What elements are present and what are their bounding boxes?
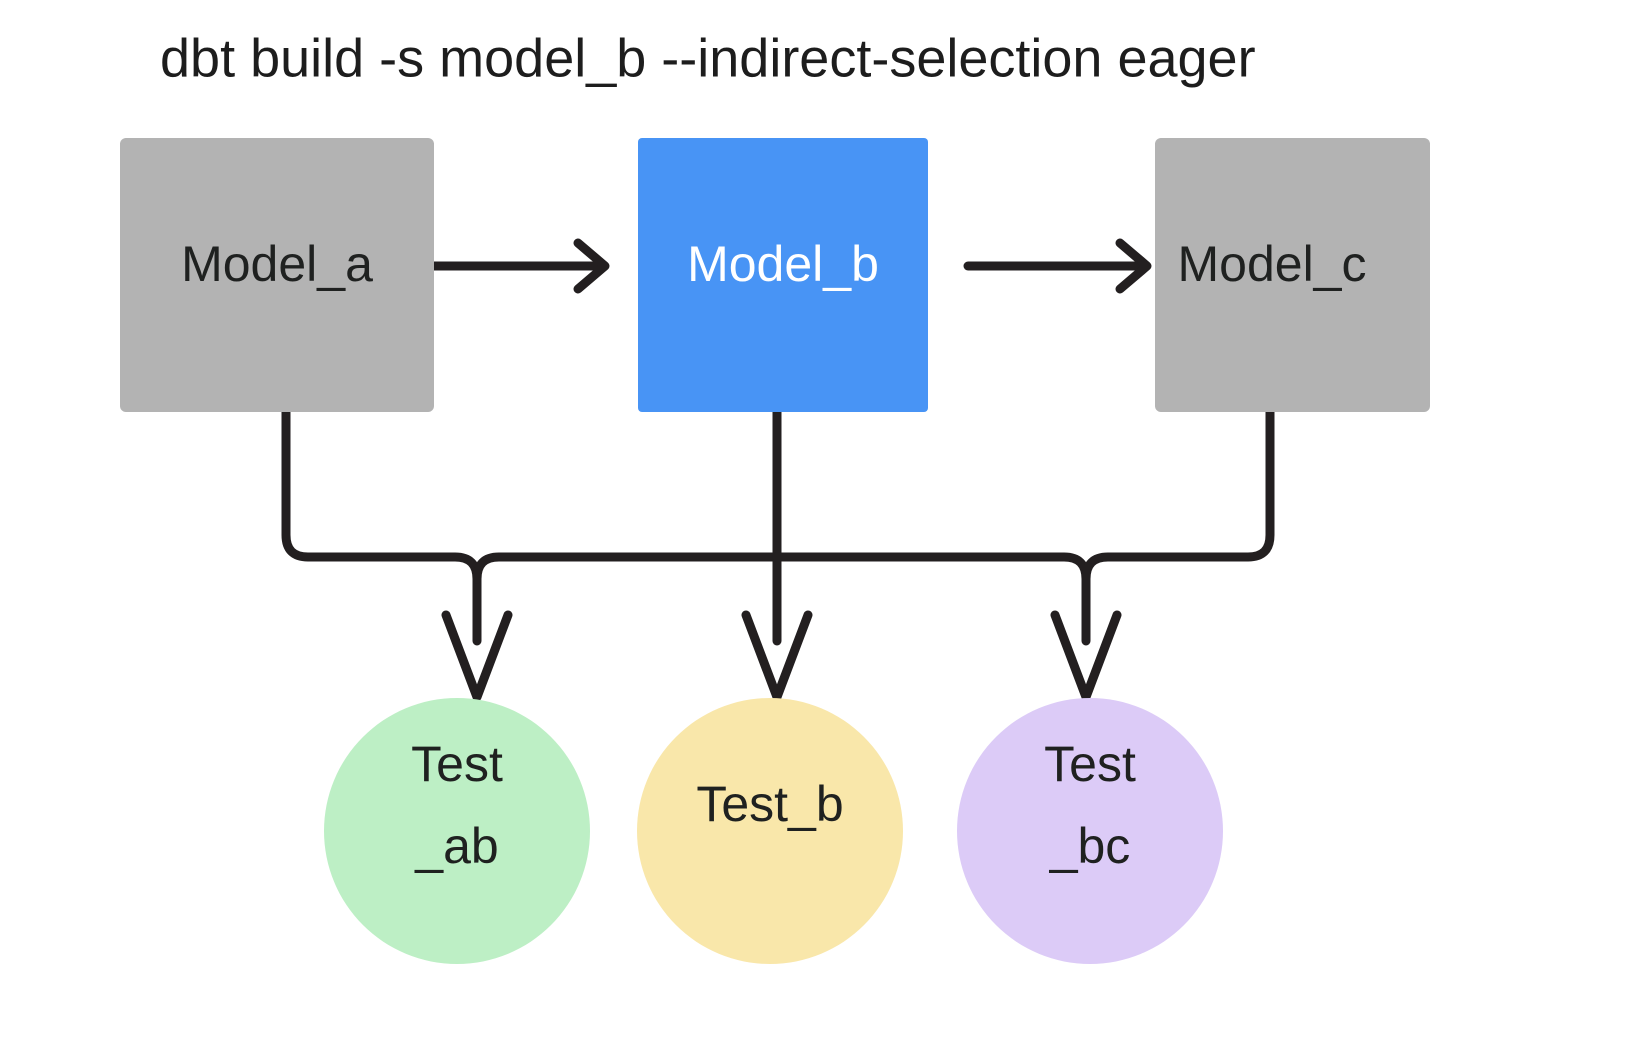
node-model-c[interactable]: Model_c xyxy=(1155,138,1430,412)
model-b-label: Model_b xyxy=(687,236,879,292)
node-model-b[interactable]: Model_b xyxy=(638,138,928,412)
model-b-box[interactable] xyxy=(638,138,928,412)
test-b-circle[interactable] xyxy=(637,698,903,964)
diagram-title: dbt build -s model_b --indirect-selectio… xyxy=(160,28,1256,88)
edge-model-a-to-model-b xyxy=(429,238,610,294)
test-bc-label-line1: Test xyxy=(1044,736,1136,792)
test-ab-label-line2: _ab xyxy=(414,818,498,874)
edge-model-b-to-test-b xyxy=(741,407,813,702)
edge-model-b-to-test-ab xyxy=(472,552,782,584)
node-model-a[interactable]: Model_a xyxy=(120,138,434,412)
node-test-ab[interactable]: Test _ab xyxy=(324,698,590,964)
edge-model-b-to-test-bc xyxy=(772,552,1091,584)
model-a-box[interactable] xyxy=(120,138,434,412)
model-a-label: Model_a xyxy=(181,236,373,292)
edge-model-c-to-test-bc xyxy=(1050,407,1275,702)
test-b-label-line1: Test_b xyxy=(696,776,843,832)
edge-model-b-to-model-c xyxy=(963,238,1152,294)
test-ab-label-line1: Test xyxy=(411,736,503,792)
test-bc-circle[interactable] xyxy=(957,698,1223,964)
node-test-b[interactable]: Test_b xyxy=(637,698,903,964)
edge-model-a-to-test-ab xyxy=(281,407,513,702)
model-c-label: Model_c xyxy=(1178,236,1367,292)
model-c-box[interactable] xyxy=(1155,138,1430,412)
test-ab-circle[interactable] xyxy=(324,698,590,964)
test-bc-label-line2: _bc xyxy=(1049,818,1131,874)
node-test-bc[interactable]: Test _bc xyxy=(957,698,1223,964)
